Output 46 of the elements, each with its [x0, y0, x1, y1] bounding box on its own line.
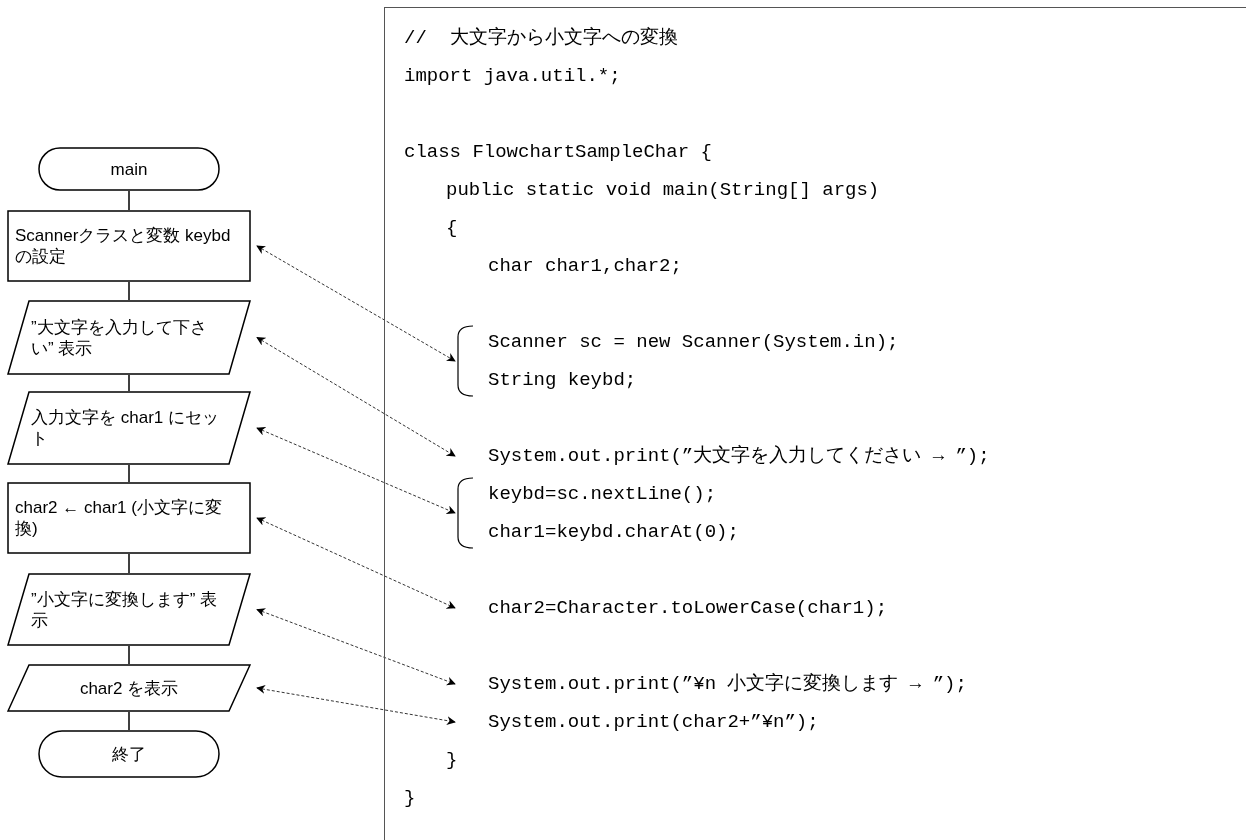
code-line: System.out.print(”¥n 小文字に変換します → ”); [488, 671, 967, 697]
terminal-shape [38, 730, 220, 778]
code-line: class FlowchartSampleChar { [404, 139, 712, 165]
step-text: char2 を表示 [79, 677, 179, 699]
io-parallelogram [7, 664, 251, 712]
code-line: // 大文字から小文字への変換 [404, 25, 678, 51]
step-text: 入力文字を char1 にセット [31, 407, 220, 449]
code-line: public static void main(String[] args) [446, 177, 880, 203]
flow-line [128, 281, 130, 301]
code-line: } [446, 747, 458, 773]
dashed-arrow [256, 684, 456, 726]
terminal-shape [38, 147, 220, 191]
dashed-arrow [256, 517, 456, 609]
dashed-arrow [256, 245, 456, 362]
process-box [7, 210, 251, 282]
code-line: System.out.print(char2+”¥n”); [488, 709, 819, 735]
flow-line [128, 374, 130, 392]
code-panel [384, 7, 1246, 840]
flow-line [128, 711, 130, 731]
step-text: 終了 [112, 743, 146, 765]
step-text: char2 ← char1 (小文字に変換) [15, 497, 223, 539]
code-line: } [404, 785, 416, 811]
step-text: ”大文字を入力して下さい” 表示 [31, 316, 208, 359]
flow-line [128, 464, 130, 483]
code-line: char2=Character.toLowerCase(char1); [488, 595, 888, 621]
code-line: Scanner sc = new Scanner(System.in); [488, 329, 899, 355]
flow-line [128, 553, 130, 574]
code-line: char1=keybd.charAt(0); [488, 519, 739, 545]
flow-line [128, 190, 130, 211]
step-text: Scannerクラスと変数 keybd の設定 [15, 225, 232, 267]
dashed-arrow [256, 608, 456, 686]
dashed-arrow [256, 337, 456, 457]
step-text: ”小文字に変換します” 表示 [31, 588, 219, 631]
code-line: keybd=sc.nextLine(); [488, 481, 717, 507]
step-text: main [110, 158, 148, 180]
code-line: String keybd; [488, 367, 637, 393]
io-parallelogram [7, 300, 251, 375]
process-box [7, 482, 251, 554]
code-line: char char1,char2; [488, 253, 682, 279]
dashed-arrow [256, 427, 456, 514]
flow-line [128, 645, 130, 665]
code-line: import java.util.*; [404, 63, 621, 89]
io-parallelogram [7, 391, 251, 465]
code-line: { [446, 215, 458, 241]
code-line: System.out.print(”大文字を入力してください → ”); [488, 443, 990, 469]
io-parallelogram [7, 573, 251, 646]
